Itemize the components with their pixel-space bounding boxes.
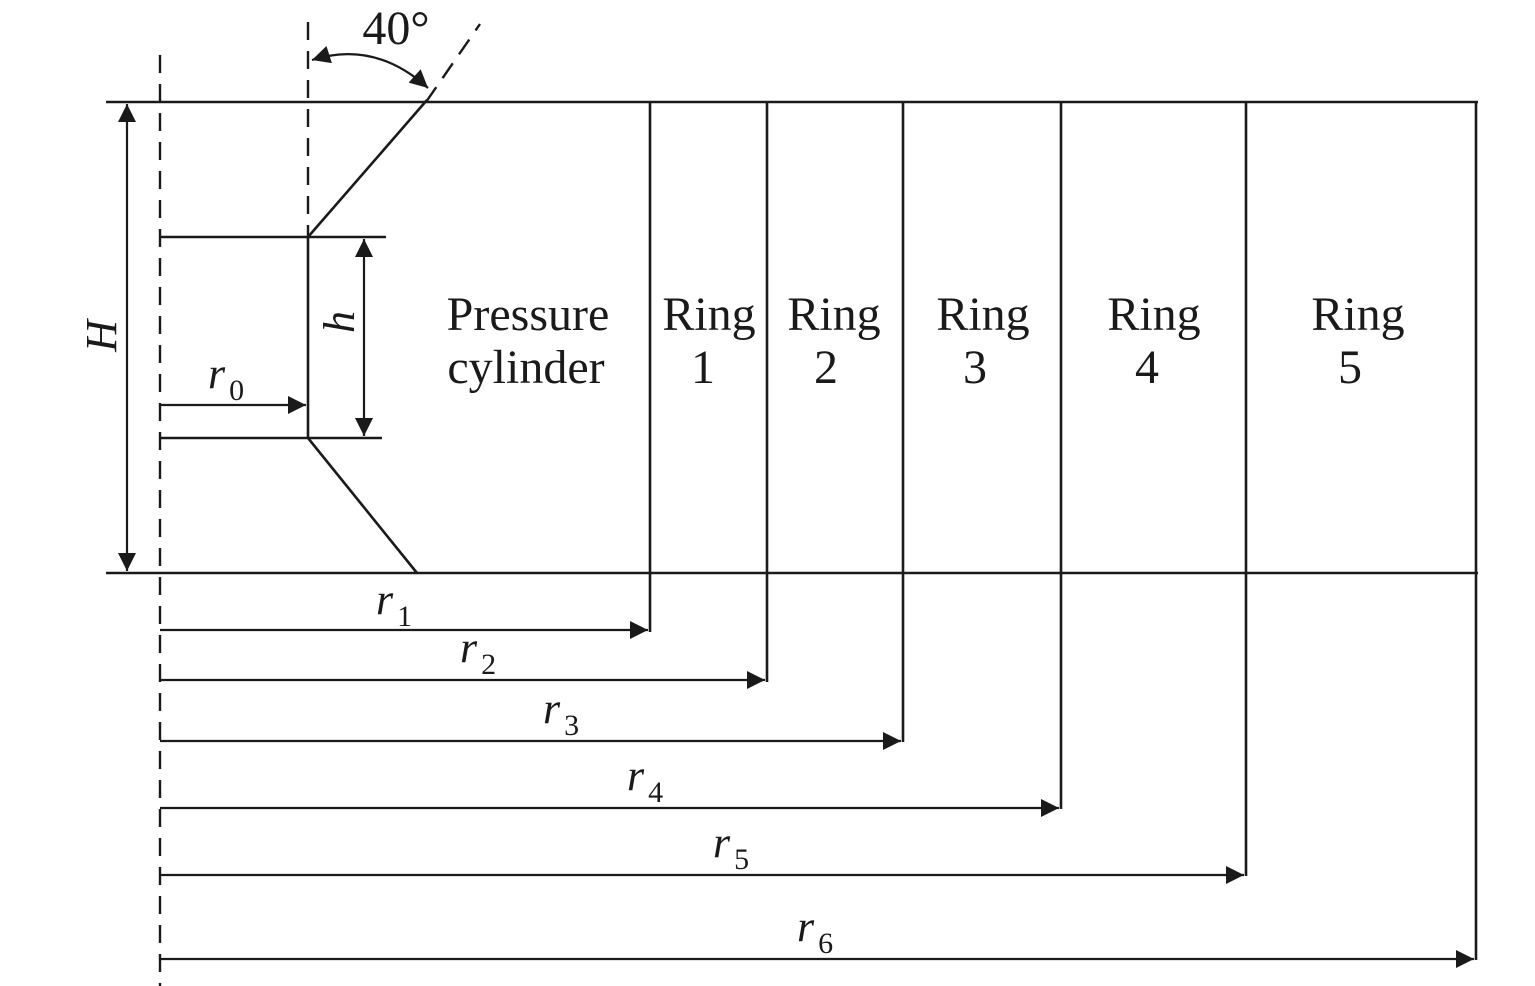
region-label-line2: 5 (1338, 341, 1362, 394)
region-ring-1: Ring 1 (662, 288, 755, 394)
angle-arc (311, 45, 429, 89)
entry-cone-line (307, 99, 428, 238)
H-label: H (77, 318, 126, 353)
region-label-line2: 3 (963, 341, 987, 394)
region-label-line2: 4 (1135, 341, 1159, 394)
angle-label: 40° (362, 2, 429, 55)
region-label-line1: Ring (787, 288, 880, 341)
region-label-line1: Ring (662, 288, 755, 341)
region-ring-2: Ring 2 (787, 288, 880, 394)
region-label-line2: 1 (691, 341, 715, 394)
region-label-line1: Ring (1311, 288, 1404, 341)
region-ring-5: Ring 5 (1311, 288, 1404, 394)
region-label-line2: cylinder (447, 341, 604, 394)
exit-cone-line (306, 437, 419, 574)
region-label-line1: Ring (1107, 288, 1200, 341)
region-label-line1: Ring (936, 288, 1029, 341)
cone-extension-line (425, 23, 481, 103)
region-pressure-cylinder: Pressure cylinder (447, 288, 610, 394)
region-label-line2: 2 (814, 341, 838, 394)
region-ring-4: Ring 4 (1107, 288, 1200, 394)
region-label-line1: Pressure (447, 288, 610, 341)
h-label: h (315, 311, 364, 333)
region-ring-3: Ring 3 (936, 288, 1029, 394)
